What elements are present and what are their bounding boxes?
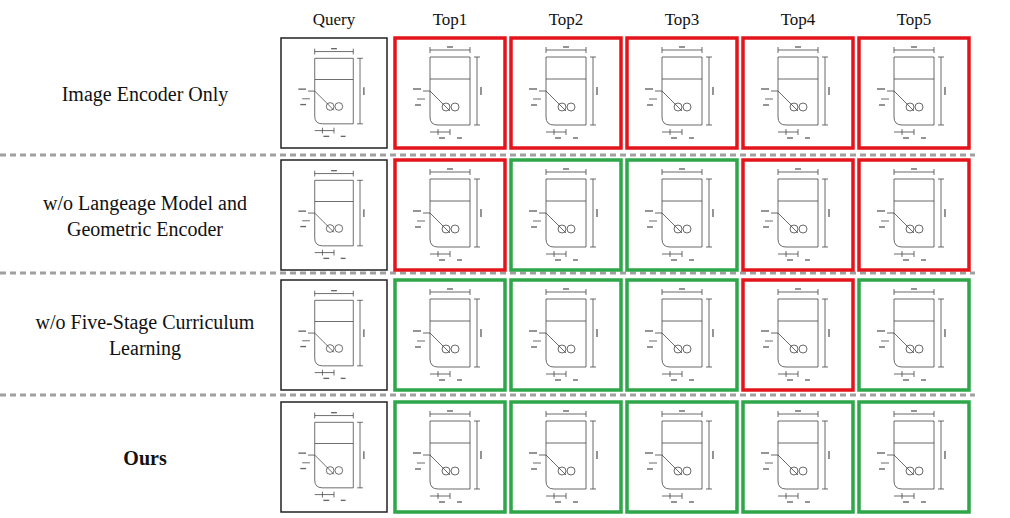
column-header: Query [313,10,355,30]
cad-drawing [645,289,713,380]
query-frame [281,160,387,270]
cad-drawing [413,47,481,138]
cad-drawing [761,411,829,502]
cad-drawing [298,171,364,259]
correct-frame [511,160,621,270]
wrong-frame [743,160,853,270]
cad-drawing [529,289,597,380]
row-separators [0,155,975,395]
separator [0,154,975,157]
cad-drawing [877,289,945,380]
row-label: w/o Five-Stage Curriculum Learning [20,309,270,361]
wrong-frame [395,160,505,270]
cad-drawing [877,47,945,138]
cad-drawing [761,289,829,380]
correct-frame [395,280,505,390]
cad-drawing [413,169,481,260]
query-frame [281,280,387,390]
wrong-frame [511,38,621,148]
wrong-frame [395,38,505,148]
row-label: Ours [20,445,270,471]
correct-frame [511,402,621,512]
cad-drawing [877,411,945,502]
column-header: Top5 [897,10,932,30]
cad-drawing [298,49,364,137]
wrong-frame [743,280,853,390]
cad-drawing [529,411,597,502]
row-label: w/o Langeage Model and Geometric Encoder [20,190,270,242]
correct-frame [859,280,969,390]
cad-drawing [529,169,597,260]
correct-frame [743,402,853,512]
cad-drawing [413,411,481,502]
row-label: Image Encoder Only [20,81,270,107]
separator [0,394,975,397]
column-header: Top4 [781,10,816,30]
column-header: Top2 [549,10,584,30]
query-cells [281,38,387,512]
wrong-frame [859,38,969,148]
correct-frame [627,280,737,390]
column-header: Top3 [665,10,700,30]
column-header: Top1 [433,10,468,30]
wrong-frame [743,38,853,148]
correct-frame [859,402,969,512]
query-frame [281,402,387,512]
cad-drawing [298,291,364,379]
cad-drawing [877,169,945,260]
correct-frame [627,160,737,270]
cad-drawing [413,289,481,380]
cad-drawing [761,169,829,260]
query-drawings [298,49,364,501]
wrong-frame [627,38,737,148]
cad-drawing [298,413,364,501]
separator [0,272,975,275]
result-frames [395,38,969,512]
query-frame [281,38,387,148]
wrong-frame [859,160,969,270]
correct-frame [627,402,737,512]
cad-drawing [645,411,713,502]
correct-frame [395,402,505,512]
cad-drawing [645,169,713,260]
result-drawings [413,47,945,502]
cad-drawing [761,47,829,138]
correct-frame [511,280,621,390]
cad-drawing [529,47,597,138]
cad-drawing [645,47,713,138]
